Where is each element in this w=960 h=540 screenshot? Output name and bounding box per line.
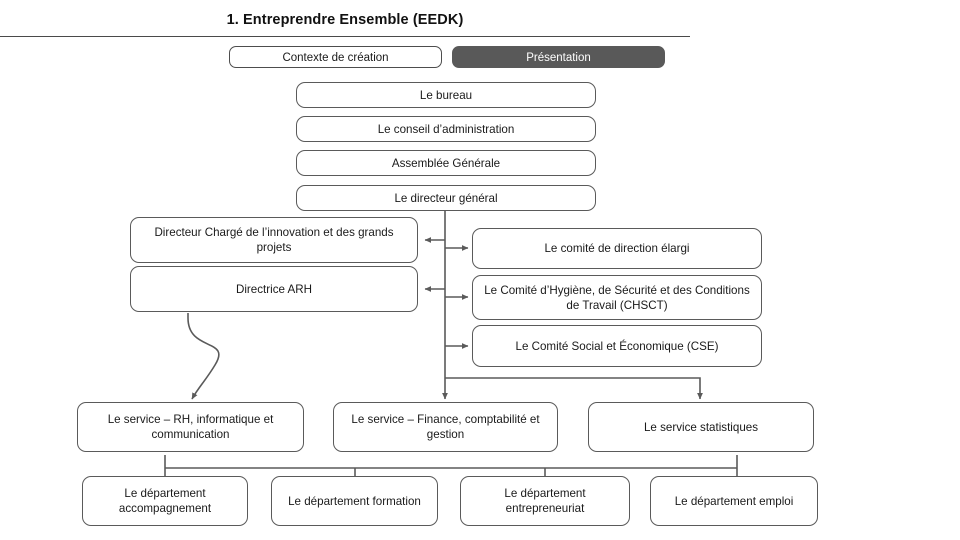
page-title: 1. Entreprendre Ensemble (EEDK) bbox=[226, 12, 464, 28]
header-divider bbox=[0, 36, 690, 37]
node-service-statistiques[interactable]: Le service statistiques bbox=[588, 402, 814, 452]
node-departement-accompagnement[interactable]: Le département accompagnement bbox=[82, 476, 248, 526]
node-departement-formation[interactable]: Le département formation bbox=[271, 476, 438, 526]
node-assemblee-generale[interactable]: Assemblée Générale bbox=[296, 150, 596, 176]
node-le-bureau[interactable]: Le bureau bbox=[296, 82, 596, 108]
node-le-directeur-general[interactable]: Le directeur général bbox=[296, 185, 596, 211]
node-departement-emploi[interactable]: Le département emploi bbox=[650, 476, 818, 526]
node-directeur-innovation[interactable]: Directeur Chargé de l’innovation et des … bbox=[130, 217, 418, 263]
node-service-finance[interactable]: Le service – Finance, comptabilité et ge… bbox=[333, 402, 558, 452]
node-le-conseil-administration[interactable]: Le conseil d’administration bbox=[296, 116, 596, 142]
tab-presentation[interactable]: Présentation bbox=[452, 46, 665, 68]
node-departement-entrepreneuriat[interactable]: Le département entrepreneuriat bbox=[460, 476, 630, 526]
node-comite-direction-elargi[interactable]: Le comité de direction élargi bbox=[472, 228, 762, 269]
node-service-rh-informatique[interactable]: Le service – RH, informatique et communi… bbox=[77, 402, 304, 452]
node-cse[interactable]: Le Comité Social et Économique (CSE) bbox=[472, 325, 762, 367]
tab-contexte-de-creation[interactable]: Contexte de création bbox=[229, 46, 442, 68]
node-chsct[interactable]: Le Comité d’Hygiène, de Sécurité et des … bbox=[472, 275, 762, 320]
node-directrice-arh[interactable]: Directrice ARH bbox=[130, 266, 418, 312]
